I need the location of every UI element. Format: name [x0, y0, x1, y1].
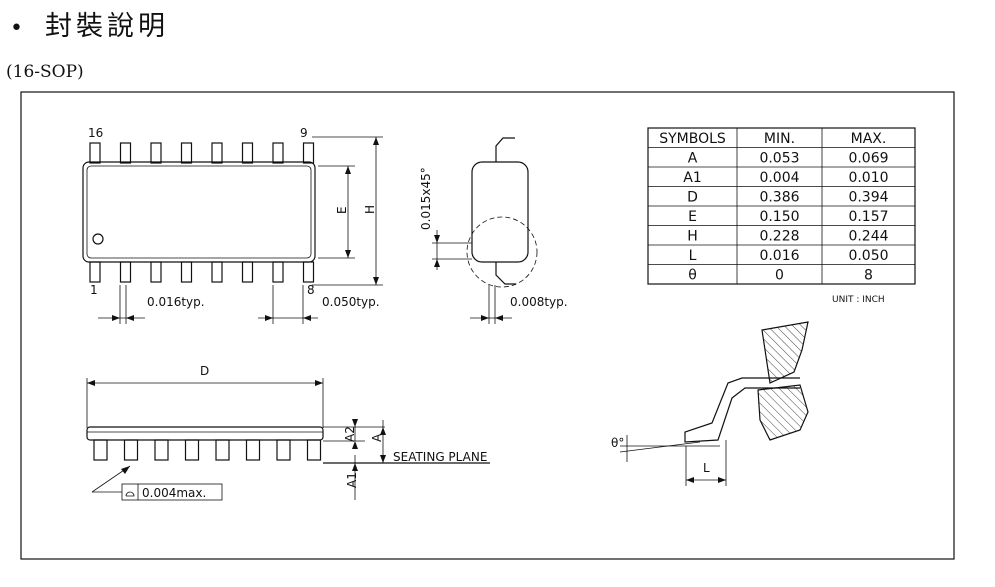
top-pins [89, 142, 315, 164]
table-cell: 8 [864, 268, 873, 284]
molding-lower [757, 384, 809, 441]
pin-top [272, 142, 284, 164]
pin-top [211, 142, 223, 164]
pin-front [154, 439, 169, 461]
lead-top-profile [495, 137, 515, 162]
pin-label-1: 1 [90, 283, 98, 297]
label-a: A [370, 433, 384, 442]
label-theta: θ° [611, 436, 624, 450]
table-cell: 0.004 [759, 170, 799, 186]
pin-front [93, 439, 108, 461]
table-header: MIN. [764, 131, 795, 147]
bullet-icon: • [10, 16, 23, 41]
table-header: SYMBOLS [659, 131, 726, 147]
detail-view: θ° L [611, 321, 809, 486]
table-cell: 0.228 [759, 229, 799, 245]
package-body-front [86, 426, 324, 441]
front-pins [93, 439, 322, 461]
pin-front [123, 439, 139, 461]
pin-front [245, 439, 261, 461]
table-cell: 0.394 [848, 190, 888, 206]
table-cell: E [688, 209, 697, 225]
pin-top [89, 142, 101, 164]
pin-bottom [211, 261, 223, 283]
pin-bottom [89, 261, 101, 283]
pin-label-9: 9 [300, 126, 308, 140]
pin-bottom [272, 261, 284, 283]
table-cell: 0 [775, 268, 784, 284]
lead-bottom-profile [495, 262, 516, 285]
package-body-top [82, 161, 316, 263]
top-view: 16 9 1 8 E H 0.016typ. 0.050typ. [82, 126, 383, 324]
pin-bottom [302, 261, 315, 283]
drawing-frame [20, 91, 955, 560]
table-cell: 0.016 [759, 248, 799, 264]
table-cell: D [687, 190, 698, 206]
pin-top [180, 142, 193, 164]
table-cell: θ [688, 268, 697, 284]
pin-top [302, 142, 315, 164]
label-h: H [363, 205, 377, 214]
flatness-icon [125, 491, 135, 497]
table-cell: H [687, 229, 698, 245]
pin-bottom [241, 261, 254, 283]
section-title: 封裝說明 [44, 11, 169, 42]
side-view: 0.015x45° 0.008typ. [419, 137, 568, 324]
seating-plane-label: SEATING PLANE [393, 450, 487, 464]
coplanarity-frame [121, 483, 223, 501]
table-cell: L [689, 248, 697, 264]
table-cell: 0.069 [848, 151, 888, 167]
dim-lead-thickness: 0.008typ. [510, 295, 568, 309]
pin-top [119, 142, 132, 164]
pin1-marker-icon [92, 233, 104, 245]
table-cell: 0.157 [848, 209, 888, 225]
detail-circle [466, 216, 538, 288]
unit-note: UNIT : INCH [832, 295, 885, 305]
label-a2: A2 [343, 426, 357, 442]
table-cell: 0.053 [759, 151, 799, 167]
section-heading: • 封裝說明 [10, 4, 169, 43]
table-cell: A [688, 151, 698, 167]
pin-top [150, 142, 162, 164]
table-cell: 0.050 [848, 248, 888, 264]
pin-front [184, 439, 200, 461]
label-d: D [200, 364, 209, 378]
package-body-inner [86, 165, 312, 259]
pin-label-16: 16 [88, 126, 103, 140]
lead-detail-profile [684, 377, 800, 443]
pin-front [215, 439, 230, 461]
pin-label-8: 8 [307, 283, 315, 297]
table-cell: 0.244 [848, 229, 888, 245]
pin-front [306, 439, 322, 461]
table-cell: 0.150 [759, 209, 799, 225]
label-e: E [335, 206, 349, 214]
pin-bottom [180, 261, 193, 283]
table-cell: 0.386 [759, 190, 799, 206]
label-a1: A1 [345, 472, 359, 488]
dim-chamfer: 0.015x45° [419, 167, 433, 230]
table-cell: 0.010 [848, 170, 888, 186]
table-cell: A1 [683, 170, 701, 186]
pin-front [276, 439, 291, 461]
dim-lead-width: 0.016typ. [147, 295, 205, 309]
front-view: D A2 A A1 SEATING PLANE 0.004max. [86, 364, 490, 501]
table-header: MAX. [851, 131, 887, 147]
pin-bottom [119, 261, 132, 283]
pin-top [241, 142, 254, 164]
package-body-side [471, 161, 529, 263]
molding-upper [761, 321, 809, 384]
bottom-pins [89, 261, 315, 283]
package-type-label: (16-SOP) [6, 62, 84, 82]
dim-pitch: 0.050typ. [322, 295, 380, 309]
dim-coplanarity: 0.004max. [142, 486, 206, 500]
label-l: L [703, 461, 710, 475]
pin-bottom [150, 261, 162, 283]
